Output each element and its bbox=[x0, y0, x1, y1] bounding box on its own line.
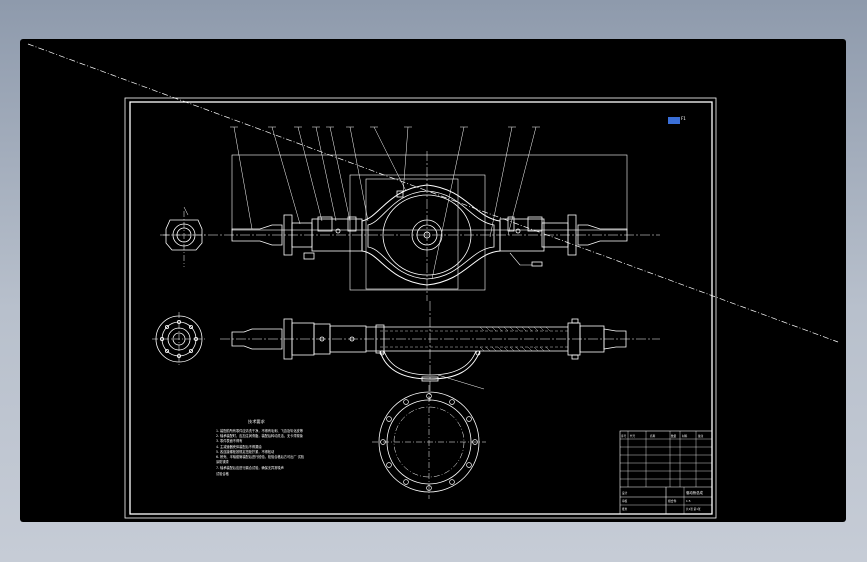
parts-header-qty: 数量 bbox=[671, 434, 677, 438]
note-line-1: 1. 装配前所有零件应清洗干净，不得有毛刺、飞边及氧化皮等 bbox=[216, 428, 304, 433]
parts-header-code: 代号 bbox=[630, 434, 636, 438]
note-line-2: 2. 轴承装配时，应加注润滑脂，装配后转动灵活，无卡滞现象 bbox=[216, 433, 304, 438]
parts-header-no: 序号 bbox=[621, 434, 627, 438]
title-block-text: 序号 代号 名称 数量 材料 备注 驱动桥总成 组合件 1:5 共1张 第1张 … bbox=[621, 434, 704, 511]
note-line-5: 5. 各连接螺栓按规定扭矩拧紧，不得松动 bbox=[216, 449, 274, 454]
flange-end-view-top bbox=[163, 206, 205, 267]
notes-heading: 技术要求 bbox=[248, 418, 266, 425]
note-line-9: 试验合格 bbox=[216, 471, 230, 476]
drawing-name: 驱动桥总成 bbox=[686, 490, 704, 495]
sheet-inner-border bbox=[129, 101, 713, 515]
title-block bbox=[619, 430, 713, 515]
note-line-6: 6. 桥壳、半轴套管装配后进行检验，检验合格后方可出厂 试验 bbox=[216, 454, 305, 459]
parts-header-remark: 备注 bbox=[698, 434, 704, 438]
designer-label: 设计 bbox=[622, 491, 628, 495]
note-line-4: 4. 主减速器壳体装配后不得漏油 bbox=[216, 444, 262, 449]
material-field: 组合件 bbox=[668, 499, 677, 503]
note-line-8: 7. 轴承装配后应进行磨合试验，确保无异常噪声 bbox=[216, 465, 284, 470]
corner-mark-text: F1 bbox=[681, 116, 686, 121]
checker-label: 审核 bbox=[622, 499, 628, 503]
construction-line bbox=[27, 43, 839, 343]
sheet-outer-border bbox=[124, 97, 717, 519]
cad-viewport[interactable]: F1 技术要求 1. 装配前所有零件应清洗干净，不得有毛刺、飞边及氧化皮等 2.… bbox=[20, 39, 846, 522]
axle-section-view bbox=[220, 301, 660, 401]
note-line-7: 涂防锈漆 bbox=[216, 459, 230, 464]
note-line-3: 3. 零件表面不得有 bbox=[216, 438, 242, 443]
flange-end-view-left bbox=[152, 312, 206, 366]
approver-label: 批准 bbox=[622, 507, 628, 511]
corner-mark: F1 bbox=[668, 116, 686, 124]
cad-drawing-canvas: F1 技术要求 1. 装配前所有零件应清洗干净，不得有毛刺、飞边及氧化皮等 2.… bbox=[27, 43, 839, 519]
sheet-field: 共1张 第1张 bbox=[686, 507, 701, 511]
parts-header-name: 名称 bbox=[650, 434, 656, 438]
scale-field: 1:5 bbox=[686, 499, 691, 503]
parts-header-material: 材料 bbox=[682, 434, 688, 438]
axle-top-view bbox=[160, 126, 660, 301]
cover-flange-view bbox=[372, 385, 486, 499]
technical-notes: 技术要求 1. 装配前所有零件应清洗干净，不得有毛刺、飞边及氧化皮等 2. 轴承… bbox=[216, 418, 305, 476]
